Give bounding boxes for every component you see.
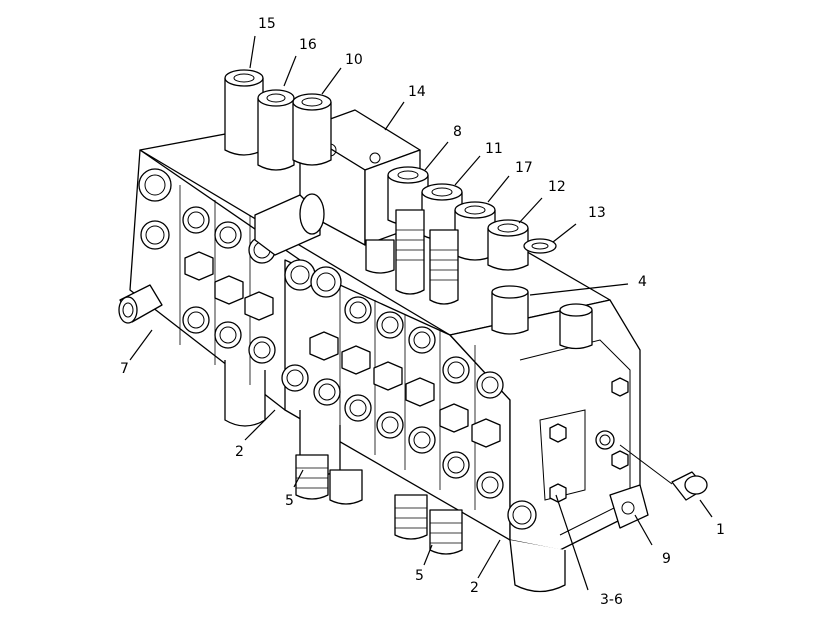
cap-15 [224,69,264,156]
callout-11: 11 [485,141,503,157]
callout-16: 16 [299,37,317,53]
cap-16 [257,89,295,171]
callout-14: 14 [408,84,426,100]
callout-1: 1 [716,522,725,538]
callout-10: 10 [345,52,363,68]
side-fitting [118,284,163,324]
callout-3-6: 3-6 [600,592,623,608]
elbow-fitting [254,193,325,256]
callout-13: 13 [588,205,606,221]
cap-11 [421,183,463,241]
callout-labels: 15 16 10 14 8 11 17 12 13 4 7 2 5 5 2 3-… [120,16,725,608]
mounting-nuts [549,377,629,503]
callout-5-right: 5 [415,568,424,584]
cap-10 [292,93,332,166]
callout-12: 12 [548,179,566,195]
callout-4: 4 [638,274,647,290]
callout-2-left: 2 [235,444,244,460]
bolt-1 [619,444,708,501]
cap-12 [487,219,529,271]
bottom-fittings [295,454,463,555]
hex-plugs [184,251,501,448]
callout-17: 17 [515,160,533,176]
cap-13 [523,238,557,254]
leader-lines [129,35,713,591]
callout-5-left: 5 [285,493,294,509]
plug-block-4 [491,285,529,335]
cap-17 [454,201,496,261]
callout-7: 7 [120,361,129,377]
callout-15: 15 [258,16,276,32]
relief-valves [365,209,593,350]
callout-8: 8 [453,124,462,140]
foot-bracket-9 [609,484,649,529]
callout-2-right: 2 [470,580,479,596]
callout-9: 9 [662,551,671,567]
port-bosses [138,168,615,530]
